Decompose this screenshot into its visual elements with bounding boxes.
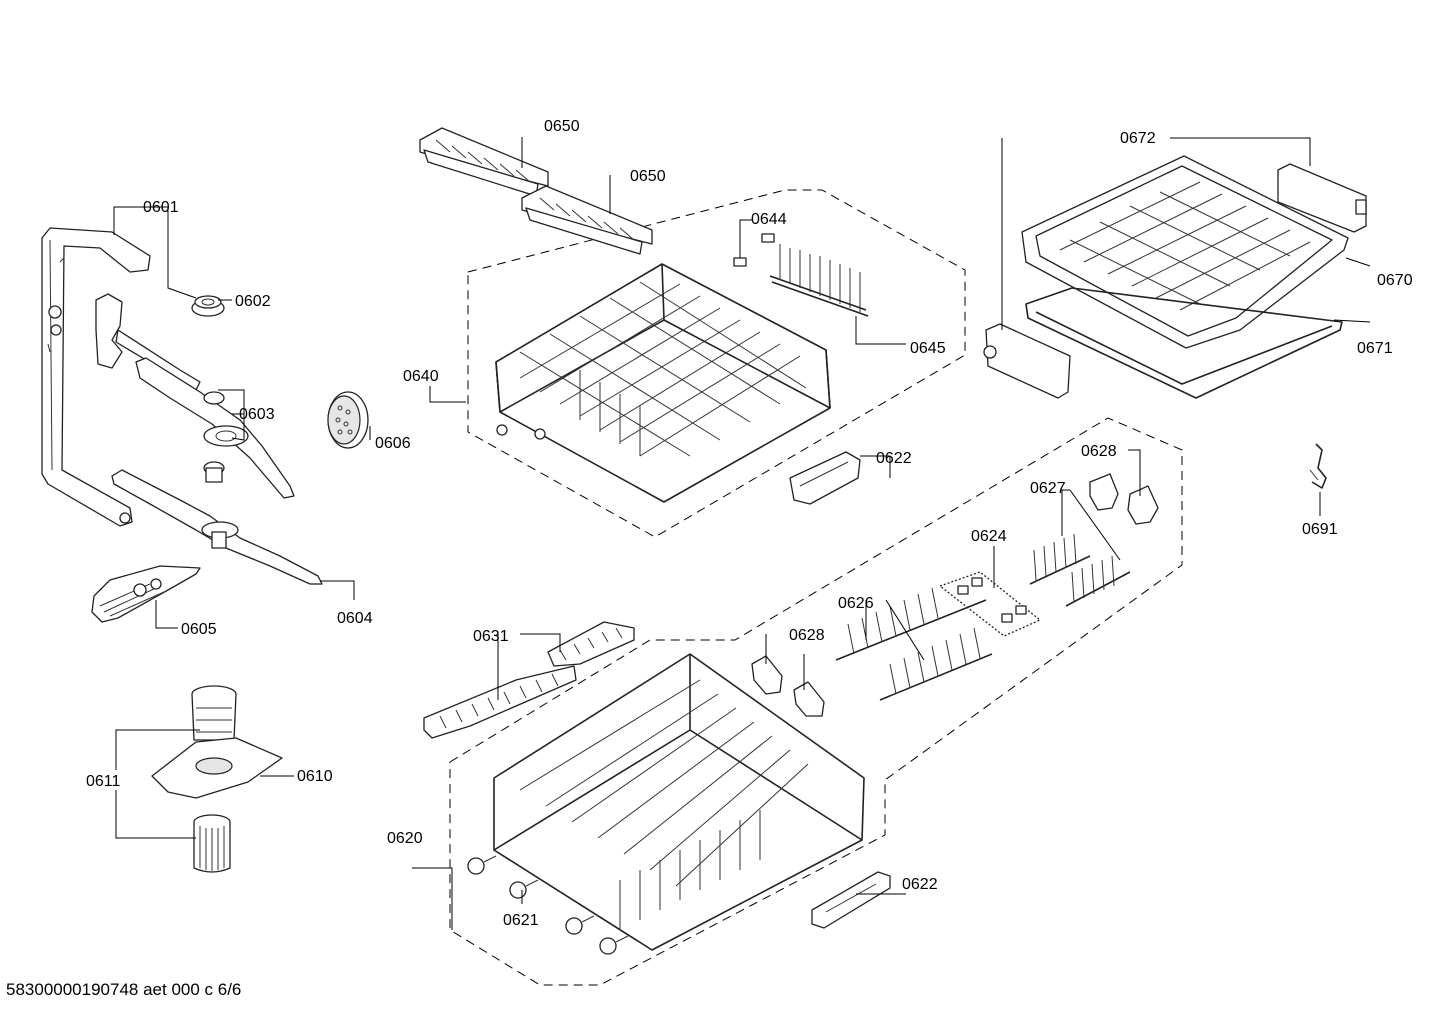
label-0627: 0627	[1030, 480, 1066, 497]
label-0650-b: 0650	[630, 168, 666, 185]
label-0624: 0624	[971, 528, 1007, 545]
tines-0626	[835, 587, 993, 701]
label-0671: 0671	[1357, 340, 1393, 357]
label-0672: 0672	[1120, 130, 1156, 147]
label-0601: 0601	[143, 199, 179, 216]
wheels-0621	[467, 855, 629, 955]
label-0628-middle: 0628	[789, 627, 825, 644]
label-0611: 0611	[86, 773, 121, 790]
sump-filter-0610-0611	[151, 685, 283, 873]
nut-0602	[191, 295, 225, 317]
label-0628-upper: 0628	[1081, 443, 1117, 460]
filter-tray-0605	[91, 565, 201, 623]
rail-bracket-0672-left	[983, 323, 1071, 399]
upper-basket-0640	[495, 263, 831, 503]
cup-rack-0631-b	[547, 621, 635, 667]
cup-rack-0631-a	[423, 665, 577, 739]
lower-spray-arm-0604	[111, 469, 323, 585]
cup-rack-0650-a	[419, 127, 549, 197]
upper-spray-arm-0603	[95, 293, 295, 499]
label-0610: 0610	[297, 768, 333, 785]
label-0626: 0626	[838, 595, 874, 612]
cup-rack-0650-b	[521, 185, 653, 255]
label-0622-lower: 0622	[902, 876, 938, 893]
leader-lines	[113, 137, 1371, 930]
spring-clip-0691	[1309, 443, 1327, 489]
label-0650-a: 0650	[544, 118, 580, 135]
label-0602: 0602	[235, 293, 271, 310]
clips-0628-middle	[751, 655, 825, 717]
lower-basket-assembly-outline	[449, 417, 1183, 986]
supply-pipe-0601	[41, 227, 151, 527]
filter-disc-0606	[327, 391, 369, 449]
label-0670: 0670	[1377, 272, 1413, 289]
label-0620: 0620	[387, 830, 423, 847]
label-0603: 0603	[239, 406, 275, 423]
label-0606: 0606	[375, 435, 411, 452]
tray-frame-0671	[1025, 287, 1343, 399]
label-0640: 0640	[403, 368, 439, 385]
label-0645: 0645	[910, 340, 946, 357]
label-0605: 0605	[181, 621, 217, 638]
clips-0628-top	[1089, 473, 1159, 525]
label-0691: 0691	[1302, 521, 1338, 538]
handle-0622-upper	[789, 451, 861, 505]
label-0622-upper: 0622	[876, 450, 912, 467]
upper-basket-assembly-outline	[467, 189, 966, 538]
label-0621: 0621	[503, 912, 539, 929]
label-0644: 0644	[751, 211, 787, 228]
rail-bracket-0672-right	[1277, 163, 1367, 233]
label-0604: 0604	[337, 610, 373, 627]
document-id: 58300000190748 aet 000 c 6/6	[6, 980, 242, 999]
handle-0622-lower	[811, 871, 891, 929]
lower-basket-0620	[493, 653, 865, 951]
label-0631: 0631	[473, 628, 509, 645]
tines-0627	[1029, 533, 1131, 607]
flip-tines-0645	[769, 244, 869, 317]
clips-0624	[939, 571, 1041, 637]
